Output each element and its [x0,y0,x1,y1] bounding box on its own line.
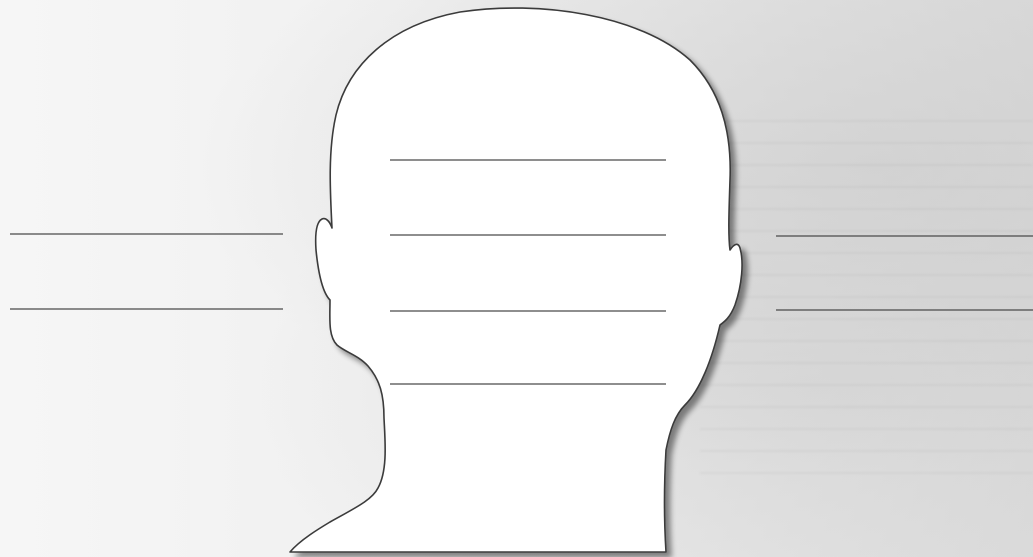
left-answer-lines [10,234,283,309]
right-answer-lines [776,236,1033,310]
head-silhouette [290,8,742,552]
